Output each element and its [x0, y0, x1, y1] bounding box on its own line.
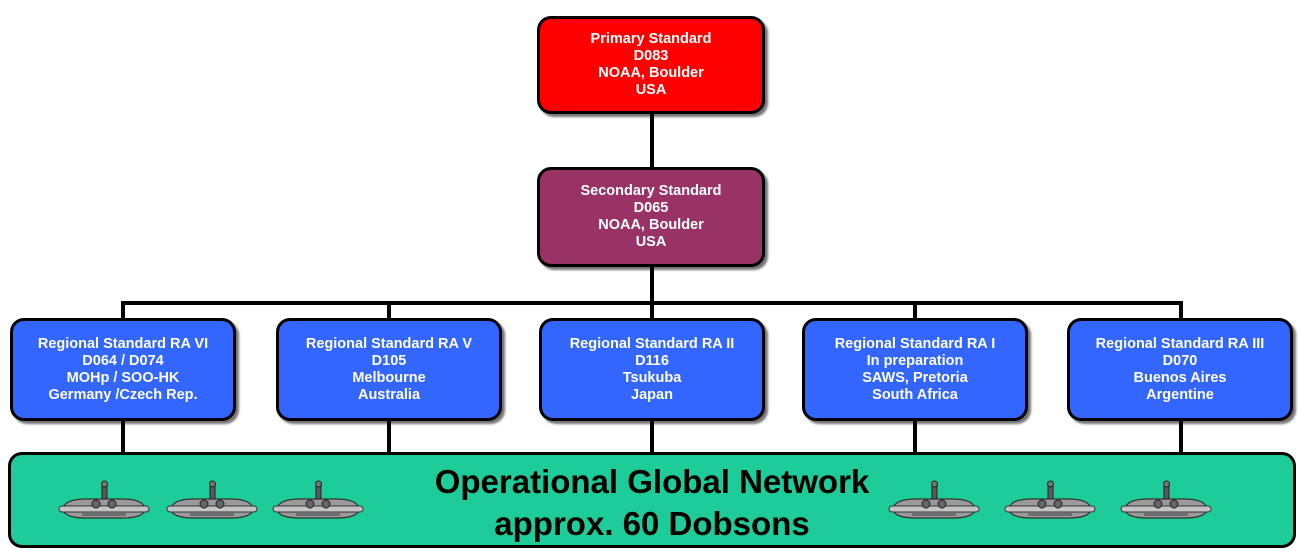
- network-subtitle: approx. 60 Dobsons: [494, 505, 810, 542]
- primary-title: Primary Standard: [590, 31, 712, 47]
- dobson-instrument-icon: [1004, 480, 1096, 519]
- primary-country: USA: [635, 82, 667, 98]
- connector-drop-ra6: [121, 301, 125, 319]
- dobson-instrument-icon: [888, 480, 980, 519]
- dobson-instrument-icon: [272, 480, 364, 519]
- primary-location: NOAA, Boulder: [598, 65, 704, 81]
- regional-country: Japan: [631, 386, 673, 403]
- regional-id: D064 / D074: [82, 352, 164, 369]
- dobson-instrument-icon: [166, 480, 258, 519]
- regional-id: D070: [1162, 352, 1198, 369]
- regional-location: SAWS, Pretoria: [862, 369, 968, 386]
- regional-standard-ra3-box: Regional Standard RA III D070 Buenos Air…: [1067, 318, 1293, 421]
- dobson-instrument-icon: [1120, 480, 1212, 519]
- connector-drop-ra2: [650, 301, 654, 319]
- secondary-title: Secondary Standard: [580, 183, 722, 199]
- connector-ra2-network: [650, 420, 654, 453]
- regional-standard-ra5-box: Regional Standard RA V D105 Melbourne Au…: [276, 318, 502, 421]
- regional-location: Melbourne: [352, 369, 426, 386]
- connector-drop-ra1: [913, 301, 917, 319]
- regional-id: In preparation: [866, 352, 964, 369]
- regional-title: Regional Standard RA I: [834, 335, 996, 352]
- connector-ra1-network: [913, 420, 917, 453]
- regional-location: MOHp / SOO-HK: [66, 369, 180, 386]
- connector-primary-secondary: [650, 113, 654, 168]
- connector-ra3-network: [1179, 420, 1183, 453]
- regional-location: Tsukuba: [622, 369, 682, 386]
- secondary-location: NOAA, Boulder: [598, 217, 704, 233]
- dobson-instrument-icon: [58, 480, 150, 519]
- primary-id: D083: [633, 48, 669, 64]
- connector-drop-ra5: [387, 301, 391, 319]
- regional-standard-ra6-box: Regional Standard RA VI D064 / D074 MOHp…: [10, 318, 236, 421]
- regional-title: Regional Standard RA III: [1095, 335, 1265, 352]
- primary-standard-box: Primary Standard D083 NOAA, Boulder USA: [537, 16, 765, 114]
- secondary-standard-box: Secondary Standard D065 NOAA, Boulder US…: [537, 167, 765, 267]
- connector-ra5-network: [387, 420, 391, 453]
- connector-ra6-network: [121, 420, 125, 453]
- secondary-id: D065: [633, 200, 669, 216]
- regional-location: Buenos Aires: [1133, 369, 1227, 386]
- regional-country: Argentine: [1146, 386, 1214, 403]
- regional-id: D105: [371, 352, 407, 369]
- connector-secondary-bus: [650, 266, 654, 303]
- network-title: Operational Global Network: [434, 463, 870, 500]
- regional-country: South Africa: [872, 386, 958, 403]
- regional-country: Australia: [357, 386, 421, 403]
- regional-title: Regional Standard RA II: [569, 335, 735, 352]
- regional-country: Germany /Czech Rep.: [48, 386, 198, 403]
- regional-id: D116: [635, 352, 669, 369]
- connector-drop-ra3: [1179, 301, 1183, 319]
- regional-standard-ra1-box: Regional Standard RA I In preparation SA…: [802, 318, 1028, 421]
- regional-standard-ra2-box: Regional Standard RA II D116 Tsukuba Jap…: [539, 318, 765, 421]
- regional-title: Regional Standard RA V: [305, 335, 473, 352]
- secondary-country: USA: [635, 234, 667, 250]
- regional-title: Regional Standard RA VI: [37, 335, 209, 352]
